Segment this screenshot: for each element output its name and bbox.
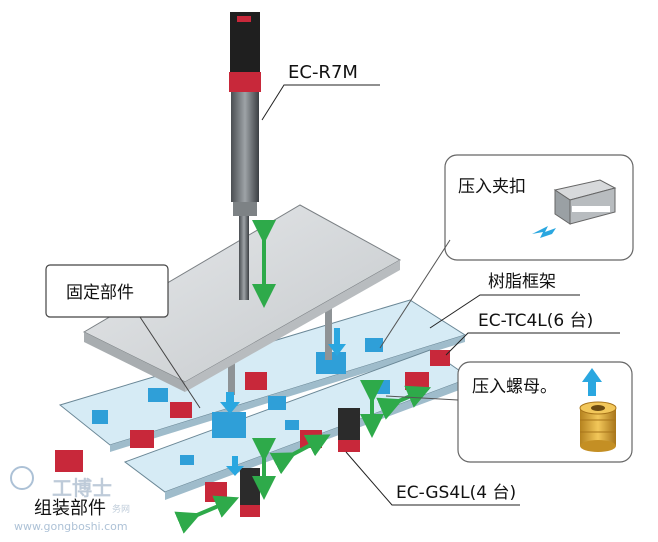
blue-down-arrows bbox=[220, 328, 346, 476]
watermark: 工博士 务网 www.gongboshi.com bbox=[10, 466, 130, 533]
label-assembly-part: 组装部件 bbox=[34, 498, 106, 519]
label-press-clip: 压入夹扣 bbox=[458, 177, 526, 197]
clip-arrow-icon bbox=[532, 226, 556, 238]
green-motion-arrows bbox=[174, 380, 432, 534]
label-fixing-part: 固定部件 bbox=[66, 283, 134, 303]
watermark-brand: 工博士 bbox=[52, 476, 112, 500]
leader-lines bbox=[261, 84, 620, 506]
watermark-logo-icon bbox=[10, 466, 34, 490]
label-press-nut: 压入螺母。 bbox=[472, 377, 557, 397]
ec-r7m-sensor bbox=[229, 12, 261, 300]
nut-icon bbox=[579, 401, 617, 452]
fixing-part-callout: 固定部件 bbox=[45, 264, 201, 409]
label-ec-r7m: EC-R7M bbox=[288, 62, 358, 83]
watermark-url: www.gongboshi.com bbox=[14, 520, 128, 533]
clip-icon bbox=[553, 179, 617, 225]
watermark-small: 务网 bbox=[112, 503, 130, 515]
press-clip-callout: 压入夹扣 bbox=[379, 154, 634, 349]
nut-up-arrow-icon bbox=[582, 368, 602, 396]
press-nut-callout: 压入螺母。 bbox=[385, 361, 633, 463]
label-resin-frame: 树脂框架 bbox=[488, 272, 556, 292]
label-ec-gs4l: EC-GS4L(4 台) bbox=[396, 483, 516, 503]
label-ec-tc4l: EC-TC4L(6 台) bbox=[478, 311, 593, 331]
